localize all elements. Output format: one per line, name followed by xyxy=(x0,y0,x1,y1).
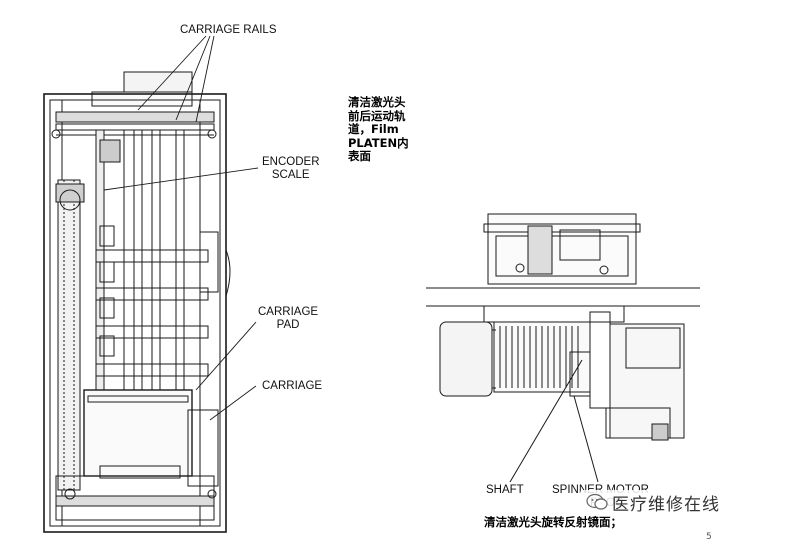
heat-sink-fins xyxy=(499,326,579,388)
carriage-rails-label: CARRIAGE RAILS xyxy=(180,24,277,36)
watermark-text: 医疗维修在线 xyxy=(612,494,720,515)
carriage-label: CARRIAGE xyxy=(262,380,323,392)
chat-bubble-icon xyxy=(586,493,608,510)
shaft-label: SHAFT xyxy=(486,484,524,496)
carriage-pad-label-line1: CARRIAGE xyxy=(258,306,319,318)
corner-mark: 5 xyxy=(706,532,712,542)
encoder-scale-label-line1: ENCODER xyxy=(262,156,320,168)
spinner-cleaning-note: 清洁激光头旋转反射镜面； xyxy=(484,515,622,529)
rails-cleaning-note: 清洁激光头 前后运动轨 道，Film PLATEN内 表面 xyxy=(348,95,409,163)
encoder-scale-label: ENCODER SCALE xyxy=(262,156,320,182)
watermark: 医疗维修在线 xyxy=(580,490,726,515)
carriage-pad-label-line2: PAD xyxy=(276,319,300,331)
encoder-scale-label-line2: SCALE xyxy=(271,169,310,181)
carriage-pad-label: CARRIAGE PAD xyxy=(258,306,318,332)
